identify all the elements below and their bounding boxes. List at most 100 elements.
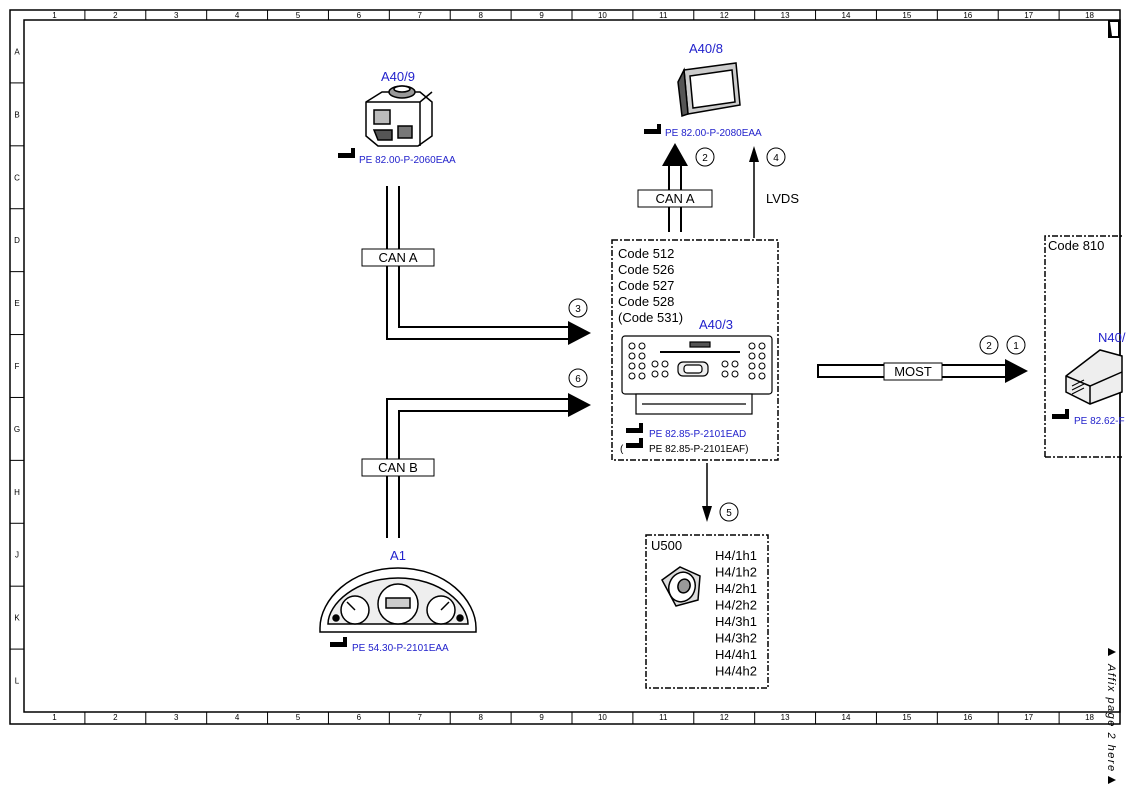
speaker-entry: H4/3h1 [715,614,757,629]
column-number: 1 [52,713,57,722]
marker-4: 4 [766,147,786,167]
svg-text:PE 82.62-F: PE 82.62-F [1074,416,1125,427]
a40-3-reference-1: PE 82.85-P-2101EAD [626,423,746,440]
marker-6: 6 [568,368,588,388]
column-number: 6 [357,713,362,722]
svg-text:6: 6 [575,374,581,385]
row-letter: J [15,551,19,560]
component-a1: A1 PE 54.30-P-2101EAA [319,548,477,654]
pointing-hand-icon [330,637,347,647]
column-number: 4 [235,11,240,20]
column-number: 17 [1024,11,1033,20]
triangle-marker-icon [1108,776,1116,784]
speaker-entry: H4/4h1 [715,647,757,662]
component-u500: U500 H4/1h1H4/1h2H4/2h1H4/2h2H4/3h1H4/3h… [645,534,769,689]
amplifier-icon [1065,349,1123,405]
speaker-entry: H4/1h1 [715,548,757,563]
column-number: 14 [842,713,851,722]
column-number: 8 [478,713,483,722]
row-letter: H [14,488,20,497]
a40-3-id: A40/3 [699,317,733,332]
column-number: 18 [1085,713,1094,722]
speaker-icon [661,566,701,607]
column-number: 4 [235,713,240,722]
svg-text:CAN A: CAN A [378,250,417,265]
code-entry: Code 527 [618,278,674,293]
code-entry: (Code 531) [618,310,683,325]
column-number: 10 [598,713,607,722]
lvds-label: LVDS [766,191,799,206]
svg-text:4: 4 [773,153,779,164]
column-number: 14 [842,11,851,20]
can-a-label-left: CAN A [361,248,435,267]
u500-id: U500 [651,538,682,553]
most-label: MOST [883,362,943,381]
a1-id: A1 [390,548,406,563]
pointing-hand-icon [338,148,355,158]
svg-text:(: ( [620,444,624,455]
column-number: 12 [720,713,729,722]
can-a-line-top [662,143,688,232]
row-letter: B [14,110,19,119]
a40-3-reference-2: ( PE 82.85-P-2101EAF) [620,438,749,455]
column-number: 3 [174,713,179,722]
column-number: 5 [296,11,301,20]
marker-1-most: 1 [1006,335,1026,355]
n40-code: Code 810 [1048,238,1104,253]
column-number: 17 [1024,713,1033,722]
corner-page-icon [1108,20,1120,38]
row-letter: F [15,362,20,371]
a40-8-reference: PE 82.00-P-2080EAA [644,124,762,139]
can-a-label-top: CAN A [637,189,713,208]
component-a40-8: A40/8 PE 82.00-P-2080EAA [644,41,762,139]
column-number: 5 [296,713,301,722]
svg-text:2: 2 [702,153,708,164]
speaker-entry: H4/2h2 [715,598,757,613]
column-number: 7 [418,713,423,722]
n40-id: N40/ [1098,330,1126,345]
lvds-line [749,146,759,238]
marker-2-top: 2 [695,147,715,167]
svg-text:PE 82.85-P-2101EAD: PE 82.85-P-2101EAD [649,429,746,440]
column-number: 2 [113,713,118,722]
marker-3: 3 [568,298,588,318]
column-number: 11 [659,713,668,722]
row-letter: C [14,173,20,182]
row-letter: L [15,677,20,686]
triangle-marker-icon [1108,648,1116,656]
a40-9-controller-icon [365,85,433,147]
component-n40: Code 810 N40/ PE 82.62-F [1044,235,1126,458]
row-letter: K [14,614,20,623]
svg-text:PE 54.30-P-2101EAA: PE 54.30-P-2101EAA [352,643,449,654]
svg-text:MOST: MOST [894,364,932,379]
svg-text:Affix page 2 here: Affix page 2 here [1105,663,1117,773]
column-number: 18 [1085,11,1094,20]
svg-text:5: 5 [726,508,732,519]
svg-text:CAN A: CAN A [655,191,694,206]
can-b-label: CAN B [361,458,435,477]
marker-5: 5 [719,502,739,522]
row-letter: E [14,299,19,308]
column-number: 11 [659,11,668,20]
a40-8-display-icon [677,62,741,118]
svg-text:1: 1 [1013,341,1019,352]
a40-8-id: A40/8 [689,41,723,56]
pointing-hand-icon [644,124,661,134]
column-number: 3 [174,11,179,20]
code-entry: Code 526 [618,262,674,277]
column-number: 15 [902,713,911,722]
svg-text:PE 82.00-P-2060EAA: PE 82.00-P-2060EAA [359,155,456,166]
speaker-entry: H4/1h2 [715,565,757,580]
column-number: 1 [52,11,57,20]
row-letter: D [14,236,20,245]
affix-page-note: Affix page 2 here [1105,648,1117,784]
svg-text:2: 2 [986,341,992,352]
marker-2-most: 2 [979,335,999,355]
speaker-entry: H4/2h1 [715,581,757,596]
column-number: 2 [113,11,118,20]
svg-text:CAN B: CAN B [378,460,418,475]
